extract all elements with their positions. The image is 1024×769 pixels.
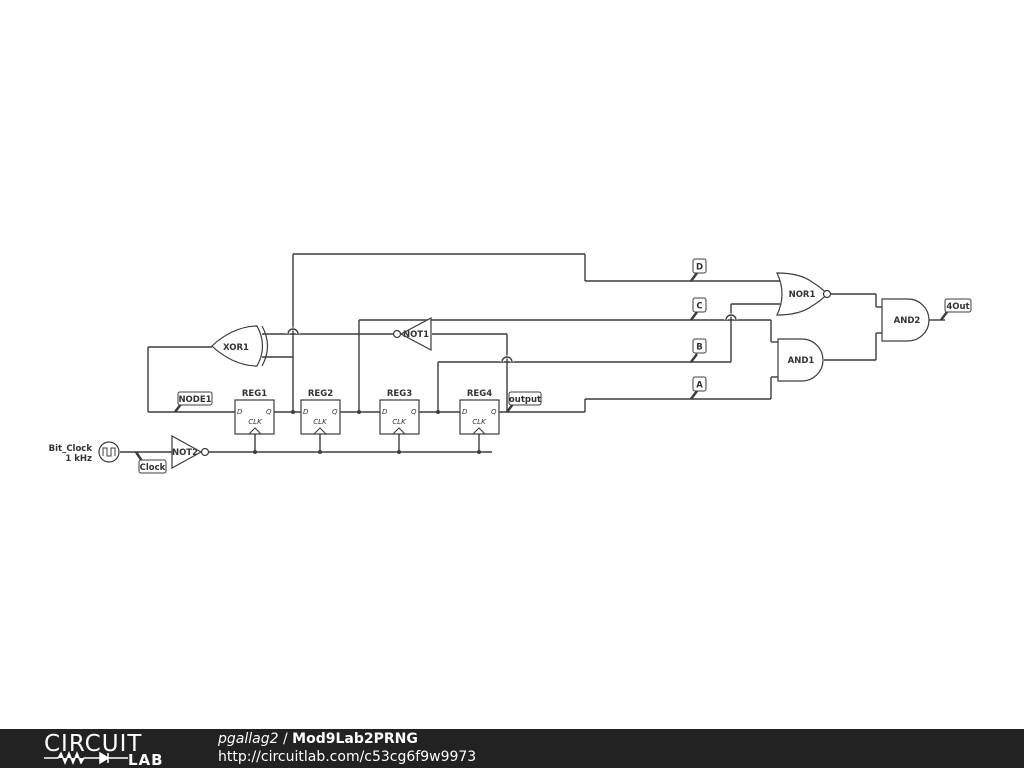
svg-text:Q: Q (491, 408, 497, 416)
svg-text:Clock: Clock (140, 463, 166, 473)
svg-text:CLK: CLK (392, 418, 407, 426)
svg-text:D: D (303, 408, 309, 416)
reg2[interactable]: REG2 D Q CLK (300, 389, 341, 435)
circuitlab-logo-bottom: LAB (128, 751, 164, 769)
net-label-c[interactable]: C (690, 297, 707, 321)
svg-text:D: D (462, 408, 468, 416)
reg3[interactable]: REG3 D Q CLK (379, 389, 420, 435)
and2-gate[interactable]: AND2 (881, 298, 930, 342)
net-label-clock[interactable]: Clock (134, 451, 167, 474)
svg-text:Q: Q (411, 408, 417, 416)
path-separator: / (278, 731, 293, 747)
svg-text:D: D (237, 408, 243, 416)
svg-text:B: B (696, 343, 702, 353)
svg-text:C: C (696, 302, 702, 312)
not2-gate[interactable]: NOT2 (171, 434, 210, 470)
not1-gate[interactable]: NOT1 (392, 317, 432, 351)
reg3-label: REG3 (387, 389, 412, 399)
svg-text:CLK: CLK (313, 418, 328, 426)
circuitlab-logo-top: CIRCUIT (44, 731, 143, 757)
wire-hops (286, 313, 738, 363)
net-label-node1[interactable]: NODE1 (174, 391, 213, 413)
schematic-canvas: Bit_Clock 1 kHz Clock NOT2 XOR1 NOT1 REG… (49, 253, 972, 474)
clock-source-frequency: 1 kHz (65, 454, 92, 464)
svg-text:A: A (696, 381, 703, 391)
circuitlab-logo-wave-icon (44, 751, 128, 765)
not1-label: NOT1 (403, 330, 429, 340)
net-label-b[interactable]: B (690, 338, 707, 363)
clock-source[interactable]: Bit_Clock 1 kHz (49, 441, 120, 464)
footer-bar: CIRCUIT LAB pgallag2 / Mod9Lab2PRNG http… (0, 729, 1024, 769)
and2-label: AND2 (894, 316, 921, 326)
svg-text:D: D (696, 263, 703, 273)
svg-text:Q: Q (332, 408, 338, 416)
clock-source-label: Bit_Clock (49, 444, 93, 454)
circuit-title[interactable]: Mod9Lab2PRNG (292, 731, 418, 747)
nor1-label: NOR1 (789, 290, 816, 300)
xor1-label: XOR1 (223, 343, 249, 353)
nor1-gate[interactable]: NOR1 (776, 272, 832, 316)
svg-text:4Out: 4Out (946, 302, 969, 312)
reg2-label: REG2 (308, 389, 333, 399)
xor1-gate[interactable]: XOR1 (211, 325, 269, 367)
svg-text:Q: Q (266, 408, 272, 416)
reg4[interactable]: REG4 D Q CLK (459, 389, 500, 435)
net-label-output[interactable]: output (506, 391, 542, 413)
svg-text:D: D (382, 408, 388, 416)
author-username[interactable]: pgallag2 (218, 731, 279, 747)
reg1-label: REG1 (242, 389, 267, 399)
svg-text:CLK: CLK (248, 418, 263, 426)
circuit-url-link[interactable]: http://circuitlab.com/c53cg6f9w9973 (218, 749, 477, 765)
net-label-a[interactable]: A (690, 376, 707, 400)
circuit-meta-line: pgallag2 / Mod9Lab2PRNG (218, 731, 418, 747)
svg-text:output: output (509, 395, 541, 405)
net-label-d[interactable]: D (690, 258, 707, 282)
and1-gate[interactable]: AND1 (777, 338, 824, 382)
junctions (253, 410, 481, 454)
reg1[interactable]: REG1 D Q CLK (234, 389, 275, 435)
svg-text:NODE1: NODE1 (178, 395, 211, 405)
reg4-label: REG4 (467, 389, 492, 399)
svg-text:CLK: CLK (472, 418, 487, 426)
net-label-4out[interactable]: 4Out (940, 298, 972, 321)
not2-label: NOT2 (172, 448, 198, 458)
and1-label: AND1 (788, 356, 815, 366)
